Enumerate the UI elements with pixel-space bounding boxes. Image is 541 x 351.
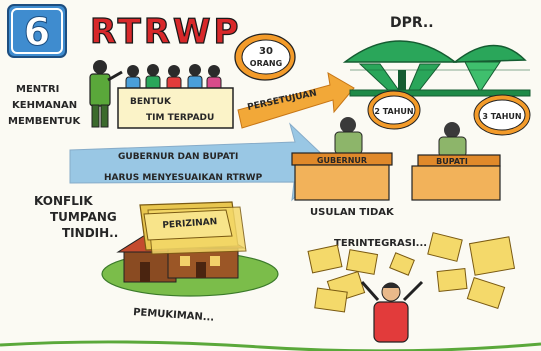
svg-text:TIM TERPADU: TIM TERPADU (146, 113, 214, 123)
team-members (125, 64, 222, 92)
settlement-label: PEMUKIMAN... (133, 307, 215, 324)
svg-text:ORANG: ORANG (250, 59, 282, 68)
svg-text:2 TAHUN: 2 TAHUN (374, 107, 413, 116)
svg-text:PERIZINAN: PERIZINAN (162, 217, 218, 231)
instruction-arrow: GUBERNUR DAN BUPATI HARUS MENYESUAIKAN R… (69, 122, 331, 202)
permit-papers: PERIZINAN (139, 201, 247, 255)
svg-text:BENTUK: BENTUK (130, 97, 172, 107)
svg-text:TERINTEGRASI...: TERINTEGRASI... (334, 238, 427, 249)
regent-figure (438, 122, 467, 158)
svg-text:GUBERNUR DAN BUPATI: GUBERNUR DAN BUPATI (118, 152, 238, 162)
svg-text:3 TAHUN: 3 TAHUN (482, 112, 521, 121)
parliament-building: DPR.. (342, 15, 531, 97)
svg-text:30: 30 (259, 46, 273, 57)
page-title: RTRWP (90, 12, 241, 52)
scattered-papers (307, 232, 516, 313)
svg-text:HARUS MENYESUAIKAN RTRWP: HARUS MENYESUAIKAN RTRWP (104, 173, 263, 183)
overwhelmed-person (360, 280, 424, 343)
svg-text:USULAN TIDAK: USULAN TIDAK (310, 207, 395, 218)
regent-desk: BUPATI (411, 154, 501, 201)
governor-desk: GUBERNUR (291, 152, 393, 201)
regent-time-bubble: 3 TAHUN (473, 94, 531, 136)
svg-text:KONFLIK: KONFLIK (34, 194, 93, 208)
conflict-caption: KONFLIK TUMPANG TINDIH.. (34, 194, 118, 240)
svg-text:MENTRI: MENTRI (16, 84, 59, 95)
minister-figure (89, 60, 123, 128)
svg-text:BUPATI: BUPATI (436, 157, 468, 166)
team-board: BENTUK TIM TERPADU (117, 87, 234, 129)
proposals-caption: USULAN TIDAK TERINTEGRASI... (310, 207, 427, 249)
team-size-bubble: 30 ORANG (234, 33, 296, 81)
svg-text:GUBERNUR: GUBERNUR (317, 156, 367, 165)
governor-figure (334, 117, 363, 155)
svg-text:TUMPANG: TUMPANG (50, 210, 117, 224)
ground-line (0, 340, 541, 351)
approval-arrow: PERSETUJUAN (237, 72, 355, 129)
svg-text:TINDIH..: TINDIH.. (62, 226, 118, 240)
governor-time-bubble: 2 TAHUN (367, 90, 421, 130)
page-number-badge: 6 (7, 4, 67, 58)
svg-text:DPR..: DPR.. (390, 15, 434, 31)
page-number: 6 (24, 10, 50, 54)
svg-text:KEHMANAN: KEHMANAN (12, 100, 77, 111)
minister-caption: MENTRI KEHMANAN MEMBENTUK (8, 84, 81, 127)
svg-text:MEMBENTUK: MEMBENTUK (8, 116, 81, 127)
